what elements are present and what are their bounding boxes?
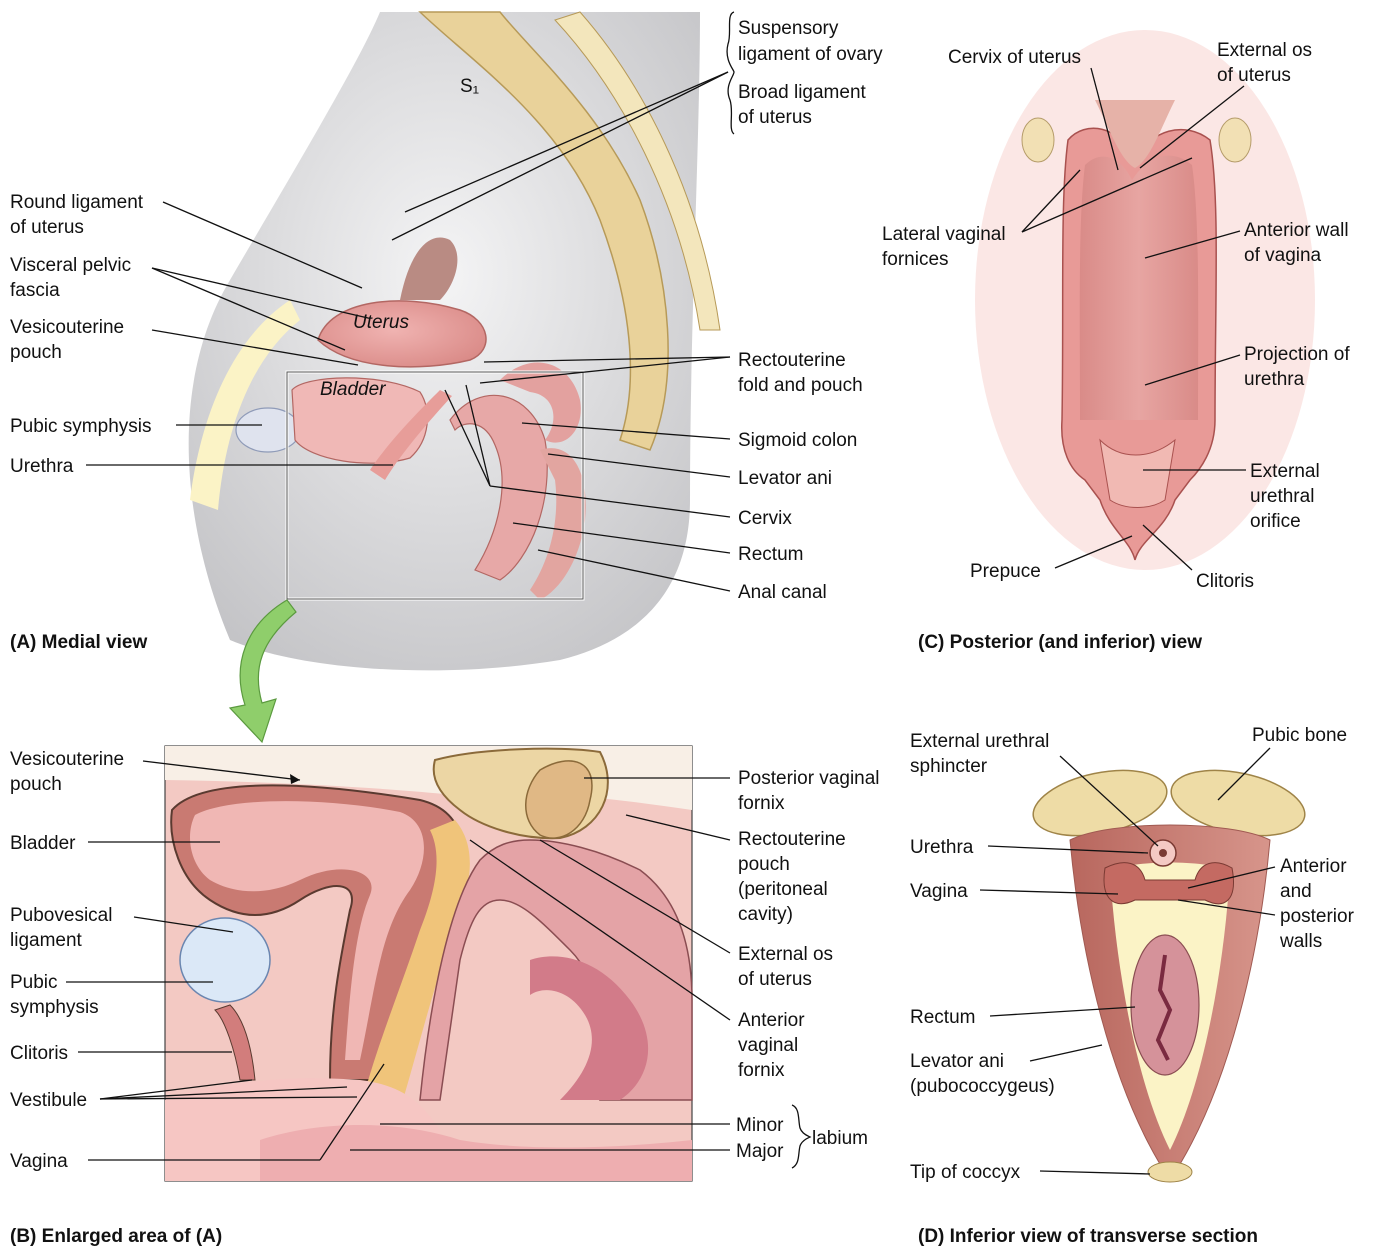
label-walls-line3: posterior (1280, 906, 1355, 927)
label-round-line1: Round ligament (10, 192, 144, 213)
label-broad-line2: of uterus (738, 107, 812, 128)
ovary-right-c (1219, 118, 1251, 162)
label-levator-d-line2: (pubococcygeus) (910, 1076, 1055, 1097)
label-rectouterine-b-line3: (peritoneal (738, 879, 828, 900)
label-lateral-line2: fornices (882, 249, 949, 270)
label-vagina-d: Vagina (910, 881, 968, 902)
label-pubic-b-line1: Pubic (10, 972, 58, 993)
label-visceral-line2: fascia (10, 280, 60, 301)
label-projection-line2: urethra (1244, 369, 1305, 390)
label-vestibule-b: Vestibule (10, 1090, 87, 1111)
label-ext-urethral-line1: External (1250, 461, 1320, 482)
label-rectum-d: Rectum (910, 1007, 975, 1028)
label-rectouterine-a-line2: fold and pouch (738, 375, 863, 396)
organ-text-uterus: Uterus (353, 312, 409, 333)
label-ant-fornix-line1: Anterior (738, 1010, 805, 1031)
label-post-fornix-line1: Posterior vaginal (738, 768, 880, 789)
label-anal-a: Anal canal (738, 582, 827, 603)
label-pubic-bone: Pubic bone (1252, 725, 1347, 746)
vagina-tube-inner (1080, 156, 1198, 420)
label-clitoris-c: Clitoris (1196, 571, 1254, 592)
label-rectouterine-b-line1: Rectouterine (738, 829, 846, 850)
panel-d-illustration (1027, 760, 1311, 1182)
label-vesico-a-line2: pouch (10, 342, 62, 363)
label-levator-d-line1: Levator ani (910, 1051, 1004, 1072)
label-sphincter-line2: sphincter (910, 756, 988, 777)
label-levator-a: Levator ani (738, 468, 832, 489)
label-ext-os-b-line2: of uterus (738, 969, 812, 990)
label-vesico-a-line1: Vesicouterine (10, 317, 124, 338)
label-visceral-line1: Visceral pelvic (10, 255, 131, 276)
label-rectouterine-b-line4: cavity) (738, 904, 793, 925)
label-sigmoid-a: Sigmoid colon (738, 430, 857, 451)
label-walls-line2: and (1280, 881, 1312, 902)
ovary-left-c (1022, 118, 1054, 162)
label-cervix-c: Cervix of uterus (948, 47, 1081, 68)
label-ext-os-c-line1: External os (1217, 40, 1312, 61)
coccyx-d (1148, 1162, 1192, 1182)
label-urethra-a: Urethra (10, 456, 74, 477)
label-ext-urethral-line3: orifice (1250, 511, 1301, 532)
label-post-fornix-line2: fornix (738, 793, 785, 814)
pubic-symphysis-bone (236, 408, 300, 452)
label-rectouterine-b-line2: pouch (738, 854, 790, 875)
label-cervix-a: Cervix (738, 508, 792, 529)
label-pubovesical-line1: Pubovesical (10, 905, 112, 926)
label-vesico-b-line1: Vesicouterine (10, 749, 124, 770)
label-ext-urethral-line2: urethral (1250, 486, 1314, 507)
label-broad-line1: Broad ligament (738, 82, 867, 103)
label-pubic-a: Pubic symphysis (10, 416, 152, 437)
organ-text-bladder: Bladder (320, 379, 386, 400)
label-suspensory-line2: ligament of ovary (738, 44, 883, 65)
label-urethra-d: Urethra (910, 837, 974, 858)
label-clitoris-b: Clitoris (10, 1043, 68, 1064)
label-bladder-b: Bladder (10, 833, 76, 854)
label-ant-fornix-line2: vaginal (738, 1035, 798, 1056)
label-ext-os-b-line1: External os (738, 944, 833, 965)
label-coccyx: Tip of coccyx (910, 1162, 1021, 1183)
label-lateral-line1: Lateral vaginal (882, 224, 1006, 245)
label-walls-line4: walls (1279, 931, 1322, 952)
label-vagina-b: Vagina (10, 1151, 68, 1172)
caption-c: (C) Posterior (and inferior) view (918, 632, 1202, 653)
label-rectum-a: Rectum (738, 544, 803, 565)
label-rectouterine-a-line1: Rectouterine (738, 350, 846, 371)
label-minor: Minor (736, 1115, 784, 1136)
label-projection-line1: Projection of (1244, 344, 1350, 365)
label-vesico-b-line2: pouch (10, 774, 62, 795)
label-ant-fornix-line3: fornix (738, 1060, 785, 1081)
caption-b: (B) Enlarged area of (A) (10, 1226, 222, 1247)
label-pubovesical-line2: ligament (10, 930, 83, 951)
label-ext-os-c-line2: of uterus (1217, 65, 1291, 86)
label-walls-line1: Anterior (1280, 856, 1347, 877)
label-labium: labium (812, 1128, 868, 1149)
label-anterior-wall-line2: of vagina (1244, 245, 1322, 266)
label-pubic-b-line2: symphysis (10, 997, 99, 1018)
label-anterior-wall-line1: Anterior wall (1244, 220, 1349, 241)
caption-a: (A) Medial view (10, 632, 147, 653)
label-round-line2: of uterus (10, 217, 84, 238)
panel-b-illustration (165, 746, 692, 1181)
label-sphincter-line1: External urethral (910, 731, 1049, 752)
label-major: Major (736, 1141, 784, 1162)
label-suspensory-line1: Suspensory (738, 18, 839, 39)
organ-text-s1: S₁ (460, 76, 479, 97)
caption-d: (D) Inferior view of transverse section (918, 1226, 1258, 1247)
label-prepuce-c: Prepuce (970, 561, 1041, 582)
